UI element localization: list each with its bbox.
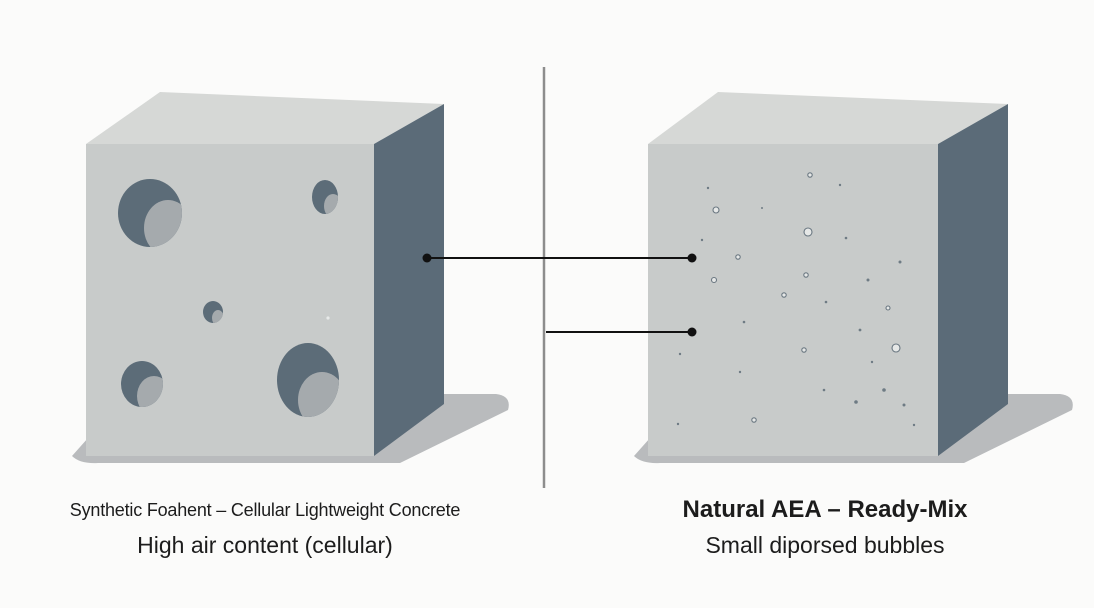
right-panel-title: Natural AEA – Ready-Mix — [682, 496, 968, 523]
small-air-bubble — [676, 422, 680, 426]
left-panel-title: Synthetic Foahent – Cellular Lightweight… — [69, 500, 461, 520]
small-air-bubble — [838, 183, 842, 187]
block-side-face — [938, 104, 1008, 456]
small-air-bubble — [678, 352, 682, 356]
small-air-bubble — [854, 400, 858, 404]
small-air-bubble — [712, 206, 720, 214]
leader-dot-right-upper — [687, 253, 697, 263]
leader-dot-left — [422, 253, 432, 263]
cellular-concrete-block — [72, 92, 509, 464]
small-air-bubble — [822, 388, 826, 392]
block-top-face — [648, 92, 1008, 144]
small-air-bubble — [738, 370, 742, 374]
small-air-bubble — [885, 305, 891, 311]
small-air-bubble — [844, 236, 848, 240]
small-air-bubble — [866, 278, 870, 282]
small-air-bubble — [781, 292, 787, 298]
right-panel-subtitle: Small diporsed bubbles — [705, 532, 945, 558]
small-air-bubble — [700, 238, 704, 242]
block-side-face — [374, 104, 444, 456]
small-air-bubble — [803, 272, 809, 278]
small-air-bubble — [807, 172, 813, 178]
ready-mix-concrete-block — [634, 92, 1073, 464]
leader-dot-right-lower — [687, 327, 697, 337]
small-air-bubble — [870, 360, 874, 364]
small-air-bubble — [710, 276, 718, 284]
small-air-bubble — [858, 328, 862, 332]
block-front-face — [648, 144, 938, 456]
small-air-bubble — [891, 343, 901, 353]
small-air-bubble — [742, 320, 746, 324]
small-air-bubble — [902, 403, 906, 407]
small-air-bubble — [882, 388, 886, 392]
small-air-bubble — [824, 300, 828, 304]
small-air-bubble — [898, 260, 902, 264]
small-air-bubble — [761, 207, 763, 209]
block-top-face — [86, 92, 444, 144]
small-air-bubble — [912, 423, 916, 427]
small-air-bubble — [801, 347, 807, 353]
small-air-bubble — [751, 417, 757, 423]
small-air-bubble — [803, 227, 813, 237]
small-bubbles-group — [676, 172, 916, 427]
left-panel-subtitle: High air content (cellular) — [137, 532, 393, 558]
small-air-bubble — [735, 254, 741, 260]
small-air-bubble — [706, 186, 710, 190]
surface-speck — [326, 316, 330, 320]
large-air-void — [312, 180, 338, 214]
